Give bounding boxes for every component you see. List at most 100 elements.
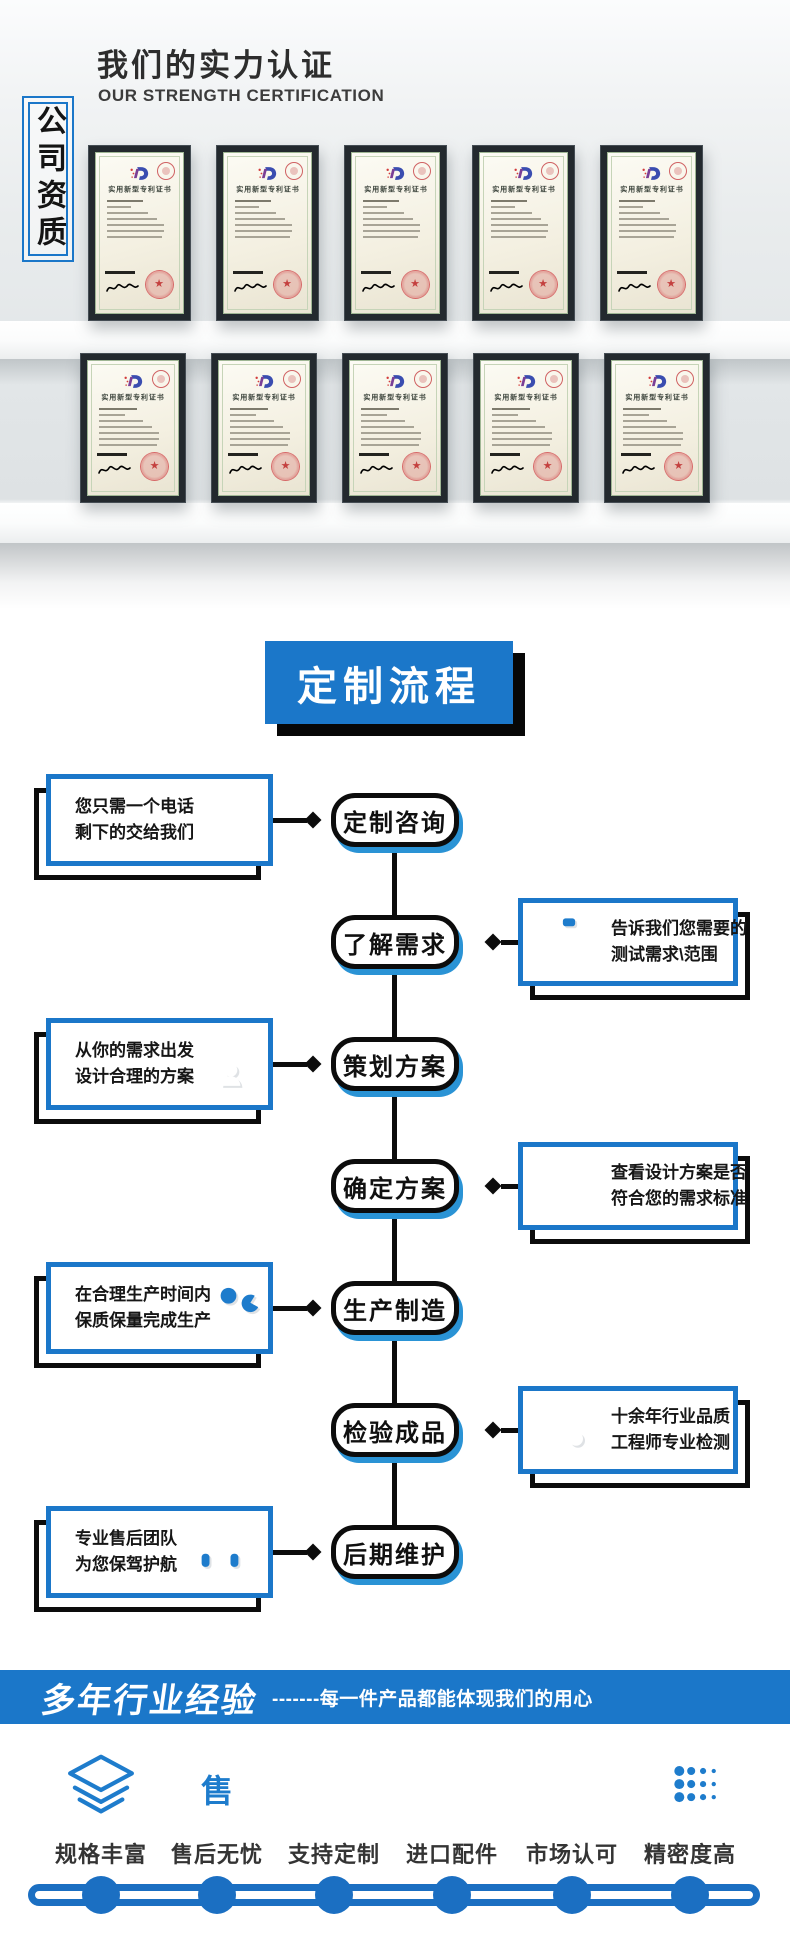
red-seal-icon: [414, 370, 432, 388]
red-seal-icon: [271, 452, 300, 481]
certificate-footer: [360, 270, 431, 304]
barcode: [360, 271, 391, 274]
patent-logo-icon: [130, 167, 149, 180]
red-seal-icon: [400, 270, 430, 299]
patent-logo-icon: [124, 375, 143, 388]
signature: [360, 465, 393, 474]
experience-subtitle: -------每一件产品都能体现我们的用心: [272, 1688, 593, 1710]
red-seal-icon: [402, 452, 431, 481]
callout-note: 查看设计方案是否 符合您的需求标准: [611, 1162, 747, 1208]
certificate-frame: 实用新型专利证书: [343, 145, 447, 321]
certificate-footer: [232, 270, 303, 304]
red-seal-icon: [656, 270, 686, 299]
red-seal-icon: [528, 270, 558, 299]
signature: [491, 465, 524, 474]
signature: [617, 283, 651, 292]
feature-custom: 支持定制: [274, 1752, 394, 1869]
barcode: [228, 453, 258, 456]
connector-diamond: [304, 1299, 322, 1317]
certificate-footer: [96, 452, 170, 486]
signature: [233, 283, 267, 292]
flow-node-plan: 策划方案: [331, 1037, 459, 1091]
experience-title: 多年行业经验: [38, 1681, 261, 1720]
feature-precision: 精密度高: [630, 1752, 750, 1869]
patent-logo-icon: [258, 167, 277, 180]
red-seal-icon: [272, 270, 302, 299]
certificate-title: 实用新型专利证书: [232, 393, 296, 402]
connector-line: [273, 818, 307, 823]
timeline-dot: [671, 1876, 709, 1914]
timeline-dot: [553, 1876, 591, 1914]
headset-icon: [201, 1553, 242, 1579]
red-seal-icon: [676, 370, 694, 388]
certificate-title: 实用新型专利证书: [625, 393, 689, 402]
signature: [229, 465, 262, 474]
connector-line: [273, 1550, 307, 1555]
callout-note: 从你的需求出发 设计合理的方案: [75, 1040, 194, 1086]
phone-icon: [194, 792, 250, 848]
certificate-footer: [488, 270, 559, 304]
flow-node-needs: 了解需求: [331, 915, 459, 969]
certificate-paper: 实用新型专利证书: [94, 152, 184, 314]
certifications-section: 我们的实力认证 OUR STRENGTH CERTIFICATION 公司资质 …: [0, 0, 790, 640]
flow-node-confirm: 确定方案: [331, 1159, 459, 1213]
timeline-dot: [433, 1876, 471, 1914]
flow-node-maintain: 后期维护: [331, 1525, 459, 1579]
certificate-text-lines: [360, 200, 431, 238]
certificate-frame: 实用新型专利证书: [604, 353, 710, 503]
connector-line: [273, 1062, 307, 1067]
barcode: [359, 453, 389, 456]
tools-icon: [307, 1763, 361, 1817]
certificate-footer: [104, 270, 175, 304]
red-seal-icon: [664, 452, 693, 481]
certificate-title: 实用新型专利证书: [491, 185, 556, 194]
feature-specs: 规格丰富: [41, 1752, 161, 1869]
side-label-box: 公司资质: [22, 96, 74, 262]
feature-market: 市场认可: [512, 1752, 632, 1869]
signature: [622, 465, 655, 474]
certificate-footer: [616, 270, 687, 304]
feature-aftersales: 售 售后无忧: [157, 1752, 277, 1869]
timeline-dot: [82, 1876, 120, 1914]
certificate-footer: [358, 452, 432, 486]
barcode: [490, 453, 520, 456]
patent-logo-icon: [517, 375, 536, 388]
signature: [98, 465, 131, 474]
certificate-text-lines: [358, 408, 432, 446]
certificate-paper: 实用新型专利证书: [478, 152, 568, 314]
timeline-bar: [28, 1884, 760, 1906]
connector-line: [501, 940, 518, 945]
section-subtitle: OUR STRENGTH CERTIFICATION: [98, 86, 385, 105]
signature: [489, 283, 523, 292]
callout-note: 专业售后团队 为您保驾护航: [75, 1528, 177, 1574]
checkbox-icon: [541, 1158, 597, 1214]
timeline-dot: [198, 1876, 236, 1914]
connector-line: [501, 1428, 518, 1433]
connector-diamond: [484, 933, 502, 951]
plane-icon: [414, 1752, 490, 1828]
shield-icon: 售: [201, 1773, 233, 1809]
certificate-title: 实用新型专利证书: [363, 393, 427, 402]
patent-logo-icon: [514, 167, 533, 180]
certificate-shelf-row: 实用新型专利证书 实用新型专利证书: [0, 353, 790, 503]
side-label: 公司资质: [28, 102, 68, 256]
patent-logo-icon: [642, 167, 661, 180]
shelf-board: [0, 503, 790, 609]
certificate-footer: [620, 452, 694, 486]
connector-diamond: [304, 1543, 322, 1561]
certificate-text-lines: [232, 200, 303, 238]
certificate-text-lines: [104, 200, 175, 238]
layers-icon: [68, 1754, 134, 1814]
certificate-text-lines: [488, 200, 559, 238]
flow-callout-inspect: 十余年行业品质 工程师专业检测: [518, 1386, 750, 1488]
patent-logo-icon: [648, 375, 667, 388]
signature: [105, 283, 139, 292]
section-title: 我们的实力认证: [97, 48, 335, 83]
certificate-paper: 实用新型专利证书: [87, 360, 179, 496]
flow-callout-produce: 在合理生产时间内 保质保量完成生产: [34, 1262, 273, 1368]
certificate-frame: 实用新型专利证书: [473, 353, 579, 503]
barcode: [232, 271, 263, 274]
connector-diamond: [304, 1055, 322, 1073]
callout-note: 您只需一个电话 剩下的交给我们: [75, 796, 194, 842]
flow-node-consult: 定制咨询: [331, 793, 459, 847]
